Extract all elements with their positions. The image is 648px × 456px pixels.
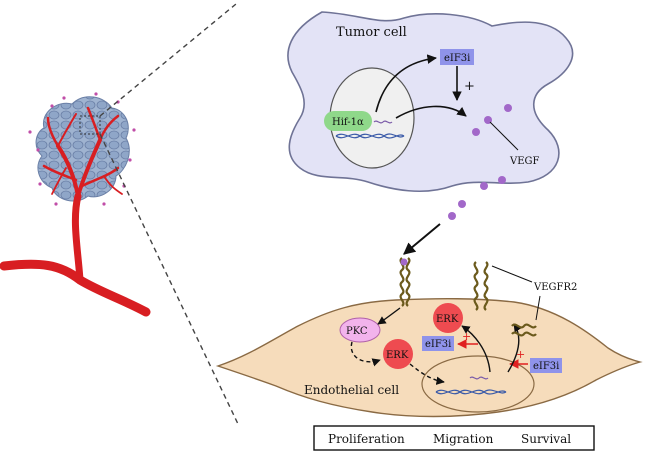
eif3i-endo-left-label: eIF3i — [425, 339, 451, 350]
vegf-pointer-line — [489, 121, 519, 151]
vegfr2-label: VEGFR2 — [533, 282, 577, 293]
outcome-survival: Survival — [521, 432, 571, 446]
hif-1a-protein — [324, 111, 372, 131]
vegfr2-receptor-right — [473, 261, 489, 311]
eif3i-tumor-box — [440, 49, 474, 65]
erk-left-protein — [383, 339, 413, 369]
arrow-to-vegf — [395, 105, 467, 119]
zoom-region-box — [79, 115, 101, 135]
zoom-line-bottom — [99, 133, 239, 425]
erk-top-label: ERK — [436, 314, 459, 325]
pkc-protein — [339, 317, 381, 343]
mrna-icon — [373, 120, 393, 124]
vegfr2-pointer-1 — [491, 265, 533, 283]
arrow-nucleus-to-receptor — [507, 323, 522, 373]
plus-sign-tumor: + — [464, 79, 475, 94]
endothelial-cell-label: Endothelial cell — [304, 383, 399, 397]
plus-sign-endo-right: + — [516, 348, 525, 361]
arrow-erk-to-nucleus — [409, 363, 445, 385]
eif3i-endo-right-box — [530, 358, 562, 373]
vegfr2-receptor-left — [399, 257, 411, 307]
endothelial-cell: Endothelial cell PKC ERK ERK eIF3i + eIF… — [215, 298, 643, 418]
zoom-line-top — [99, 3, 237, 117]
erk-left-label: ERK — [386, 350, 409, 361]
vegf-dots-cell — [472, 104, 512, 136]
eif3i-endo-left-box — [422, 336, 454, 351]
arrow-nucleus-to-erk-top — [461, 325, 491, 373]
endothelial-nucleus — [421, 355, 535, 413]
arrow-pkc-to-erk — [350, 341, 381, 367]
pkc-label: PKC — [346, 326, 368, 337]
arrow-vegf-to-receptor — [403, 223, 441, 255]
tumor-mass-illustration — [0, 92, 151, 317]
tumor-cell: Tumor cell Hif-1α eIF3i + VEGF — [287, 11, 574, 193]
vegfr2-receptor-membrane — [511, 323, 537, 337]
outcome-proliferation: Proliferation — [328, 432, 405, 446]
arrow-hif-to-eif3i — [375, 54, 437, 113]
hif-1a-label: Hif-1α — [332, 117, 364, 128]
vegf-label: VEGF — [509, 156, 540, 167]
outcome-migration: Migration — [433, 432, 494, 446]
blood-vessel-tree — [0, 106, 151, 317]
endothelial-dna-icon — [435, 389, 507, 395]
outcomes-box — [313, 425, 595, 451]
tumor-dna-icon — [335, 133, 405, 139]
vegfr2-pointer-2 — [535, 295, 541, 321]
arrow-receptor-to-pkc — [377, 307, 401, 325]
eif3i-tumor-label: eIF3i — [444, 53, 470, 64]
endothelial-mrna-icon — [469, 376, 489, 380]
plus-sign-endo-left: + — [462, 330, 471, 343]
vegf-dots-secreted — [448, 176, 506, 220]
erk-top-protein — [433, 303, 463, 333]
tumor-cell-label: Tumor cell — [336, 25, 407, 40]
eif3i-endo-right-label: eIF3i — [533, 361, 559, 372]
